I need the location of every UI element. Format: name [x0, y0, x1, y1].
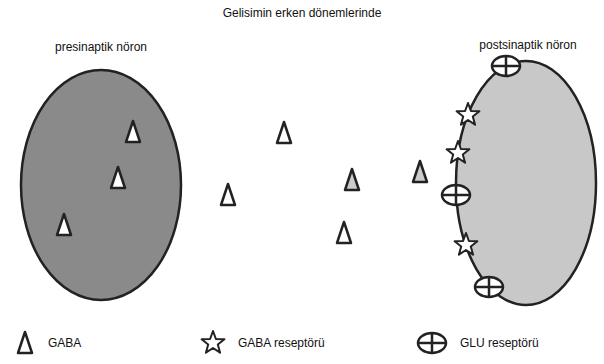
neuron-label: postsinaptik nöron	[455, 38, 601, 52]
legend-glu-icon	[418, 333, 446, 353]
glu-receptor-line	[505, 56, 508, 76]
legend-gaba-icon	[18, 332, 32, 353]
neuron-body	[456, 61, 596, 305]
legend-star-icon	[202, 331, 225, 353]
gaba-molecule	[337, 222, 351, 243]
legend-glu-icon	[431, 333, 434, 353]
presynaptic-neuron: presinaptik nöron	[15, 38, 187, 304]
gaba-molecule	[345, 169, 359, 190]
diagram-title: Gelisimin erken dönemlerinde	[0, 6, 604, 20]
glu-receptor	[475, 277, 503, 297]
neuron-outline	[15, 38, 187, 304]
neuron-body	[21, 70, 181, 300]
gaba-molecule	[57, 214, 71, 235]
gaba-receptor	[447, 141, 470, 163]
glu-receptor-body	[492, 56, 520, 76]
gaba-molecule	[413, 161, 427, 182]
gaba-molecule	[126, 121, 140, 142]
glu-receptor-body	[475, 277, 503, 297]
neuron-outline	[425, 36, 601, 310]
postsynaptic-neuron: postsinaptik nöron	[425, 36, 601, 310]
glu-receptor-line	[488, 277, 491, 297]
glu-receptor-line	[455, 185, 458, 205]
gaba-molecule	[277, 122, 291, 143]
gaba-receptor	[455, 233, 478, 255]
legend-label: GABA	[48, 336, 81, 350]
legend-label: GABA reseptörü	[238, 336, 325, 350]
glu-receptor-body	[442, 185, 470, 205]
glu-receptor	[492, 56, 520, 76]
gaba-receptor	[457, 103, 480, 125]
glu-receptor	[442, 185, 470, 205]
gaba-molecule	[111, 167, 125, 188]
neuron-label: presinaptik nöron	[15, 40, 187, 54]
gaba-molecule	[221, 184, 235, 205]
legend-label: GLU reseptörü	[460, 336, 539, 350]
